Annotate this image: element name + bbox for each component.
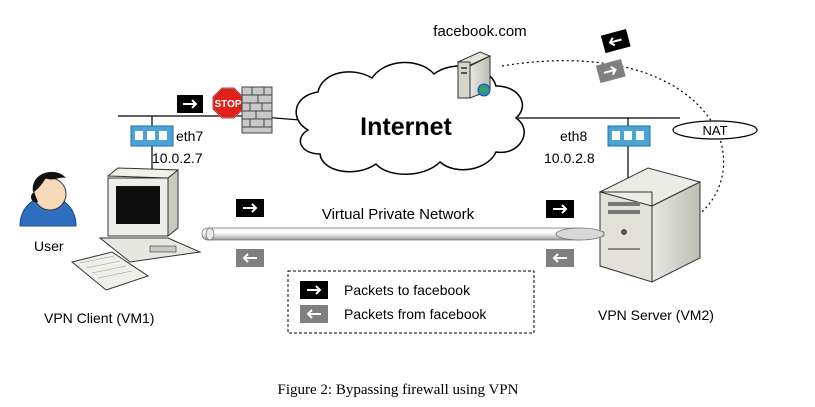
legend-to-label: Packets to facebook <box>344 282 471 298</box>
client-iface-label: eth7 <box>176 128 203 144</box>
facebook-server-label: facebook.com <box>433 23 526 40</box>
user-icon <box>19 171 77 227</box>
legend-from-label: Packets from facebook <box>344 306 487 322</box>
packet-to-facebook-client <box>236 199 264 217</box>
packet-to-facebook-top <box>595 58 626 84</box>
internet-label: Internet <box>360 113 452 141</box>
client-computer-icon <box>70 167 202 291</box>
client-ip-label: 10.0.2.7 <box>152 150 203 166</box>
stop-sign-label: STOP <box>214 99 241 110</box>
legend-from-icon <box>300 305 328 323</box>
nat-label: NAT <box>702 123 727 138</box>
vpn-tunnel <box>201 227 605 241</box>
firewall-icon <box>241 86 273 134</box>
packet-to-facebook-blocked <box>177 95 203 113</box>
stop-sign-icon: STOP <box>212 87 244 119</box>
facebook-server: facebook.com <box>433 23 527 99</box>
legend: Packets to facebook Packets from faceboo… <box>287 270 535 334</box>
client-name-label: VPN Client (VM1) <box>44 310 154 326</box>
client-nic-icon <box>130 125 174 147</box>
figure-caption: Figure 2: Bypassing firewall using VPN <box>278 382 519 398</box>
server-nic-icon <box>607 125 651 147</box>
packet-from-facebook-top <box>600 28 631 54</box>
vpn-label: Virtual Private Network <box>322 206 475 223</box>
vpn-server-icon <box>598 167 702 283</box>
server-iface-label: eth8 <box>560 128 587 144</box>
server-ip-label: 10.0.2.8 <box>544 150 595 166</box>
packet-to-facebook-server <box>546 200 574 218</box>
user-label: User <box>34 238 64 254</box>
nat-dotted-path <box>501 60 725 216</box>
packet-from-facebook-client <box>236 249 264 267</box>
packet-from-facebook-server <box>546 249 574 267</box>
server-vm-name-label: VPN Server (VM2) <box>598 307 714 323</box>
legend-to-icon <box>300 281 328 299</box>
nat-ellipse <box>672 120 758 140</box>
